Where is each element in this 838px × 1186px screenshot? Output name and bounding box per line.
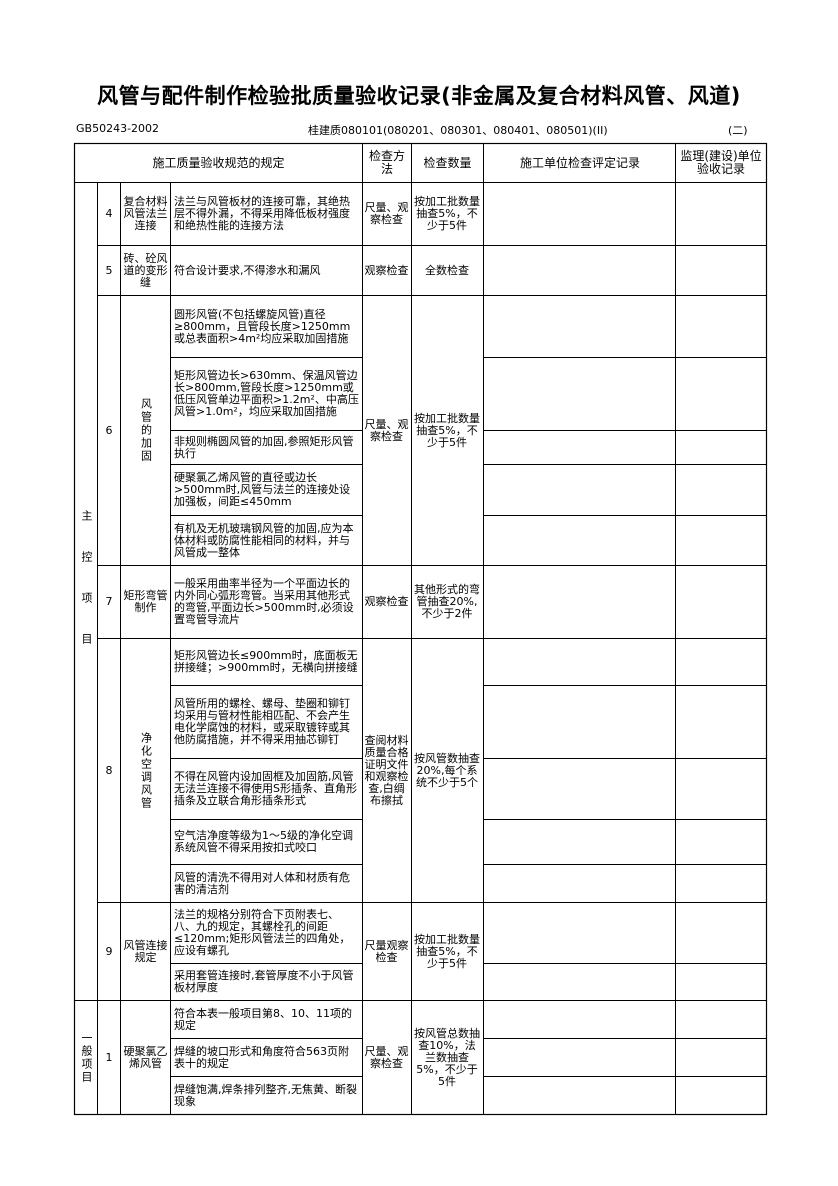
row-5-item: 砖、砼风道的变形缝 [123, 251, 168, 289]
row-7-qty: 其他形式的弯管抽查20%,不少于2件 [414, 583, 480, 620]
page-title: 风管与配件制作检验批质量验收记录(非金属及复合材料风管、风道) [97, 84, 741, 108]
row-6-spec-5: 有机及无机玻璃钢风管的加固,应为本体材料或防腐性能相同的材料，并与风管成一整体 [174, 521, 354, 559]
row-6-spec-2: 矩形风管边长>630mm、保温风管边长>800mm,管段长度>1250mm或低压… [174, 369, 359, 418]
row-9-qty: 按加工批数量抽查5%，不少于5件 [414, 932, 480, 970]
row-9-item: 风管连接规定 [123, 938, 168, 964]
row-9-spec-1: 法兰的规格分别符合下页附表七、八、九的规定，其螺栓孔的间距≤120mm;矩形风管… [174, 908, 351, 957]
row-8-spec-1: 矩形风管边长≤900mm时，底面板无拼接缝；>900mm时，无横向拼接缝 [174, 649, 358, 674]
header-method: 检查方法 [368, 149, 405, 176]
row-6-qty: 按加工批数量抽查5%，不少于5件 [414, 411, 480, 449]
row-7-spec: 一般采用曲率半径为一个平面边长的内外同心弧形弯管。当采用其他形式的弯管,平面边长… [174, 577, 354, 626]
header-construction: 施工单位检查评定记录 [520, 155, 640, 170]
row-4-item: 复合材料风管法兰连接 [123, 195, 168, 232]
row-5-method: 观察检查 [364, 263, 409, 277]
row-4-spec: 法兰与风管板材的连接可靠，其绝热层不得外漏，不得采用降低板材强度和绝热性能的连接… [174, 195, 350, 232]
section-main: 主控项目 [80, 509, 93, 674]
row-6-spec-1: 圆形风管(不包括螺旋风管)直径≥800mm，且管段长度>1250mm或总表面积>… [174, 307, 351, 345]
row-8-spec-3: 不得在风管内设加固框及加固筋,风管无法兰连接不得使用S形插条、直角形插条及立联合… [174, 770, 357, 807]
row-8-item: 净化空调风管 [139, 731, 153, 810]
row-5-spec: 符合设计要求,不得渗水和漏风 [174, 263, 321, 277]
row-7-no: 7 [105, 595, 113, 608]
standard-code: GB50243-2002 [76, 122, 160, 135]
general-1-no: 1 [105, 1050, 113, 1064]
form-code: 桂建质080101(080201、080301、080401、080501)(I… [308, 124, 608, 137]
row-5-no: 5 [105, 263, 113, 277]
row-9-no: 9 [105, 944, 113, 958]
row-4-qty: 按加工批数量抽查5%，不少于5件 [414, 195, 480, 232]
row-7-method: 观察检查 [364, 595, 409, 608]
row-6-item: 风管的加固 [139, 398, 153, 463]
general-1-qty: 按风管总数抽查10%，法兰数抽查5%，不少于5件 [414, 1026, 480, 1088]
row-4-method: 尺量、观察检查 [364, 201, 409, 226]
general-1-spec-2: 焊缝的坡口形式和角度符合563页附表十的规定 [174, 1044, 349, 1070]
row-8-method: 查阅材料质量合格证明文件和观察检查,白绸布擦拭 [364, 733, 409, 807]
section-general: 一般项目 [80, 1031, 93, 1084]
general-1-method: 尺量、观察检查 [364, 1044, 409, 1070]
row-9-method: 尺量观察检查 [364, 938, 409, 964]
general-1-spec-1: 符合本表一般项目第8、10、11项的规定 [174, 1006, 352, 1032]
row-8-spec-5: 风管的清洗不得用对人体和材质有危害的清洁剂 [174, 870, 350, 896]
header-quantity: 检查数量 [423, 155, 472, 170]
row-6-no: 6 [105, 423, 113, 437]
row-8-spec-4: 空气洁净度等级为1～5级的净化空调系统风管不得采用按扣式咬口 [174, 829, 353, 854]
general-1-item: 硬聚氯乙烯风管 [123, 1044, 168, 1070]
row-6-method: 尺量、观察检查 [364, 417, 409, 443]
row-5-qty: 全数检查 [425, 263, 469, 277]
row-7-item: 矩形弯管制作 [123, 589, 168, 614]
header-supervision: 监理(建设)单位验收记录 [680, 149, 762, 176]
general-1-spec-3: 焊缝饱满,焊条排列整齐,无焦黄、断裂现象 [174, 1082, 357, 1108]
page-number: (二) [728, 124, 748, 137]
row-6-spec-3: 非规则椭圆风管的加固,参照矩形风管执行 [174, 434, 354, 460]
row-4-no: 4 [105, 207, 113, 220]
row-8-qty: 按风管数抽查20%,每个系统不少于5个 [414, 751, 480, 789]
row-9-spec-2: 采用套管连接时,套管厚度不小于风管板材厚度 [174, 969, 354, 994]
row-6-spec-4: 硬聚氯乙烯风管的直径或边长>500mm时,风管与法兰的连接处设加强板，间距≤45… [174, 471, 351, 508]
row-8-spec-2: 风管所用的螺栓、螺母、垫圈和铆钉均采用与管材性能相匹配、不会产生电化学腐蚀的材料… [174, 697, 350, 746]
row-8-no: 8 [105, 763, 113, 777]
header-spec: 施工质量验收规范的规定 [152, 155, 285, 170]
